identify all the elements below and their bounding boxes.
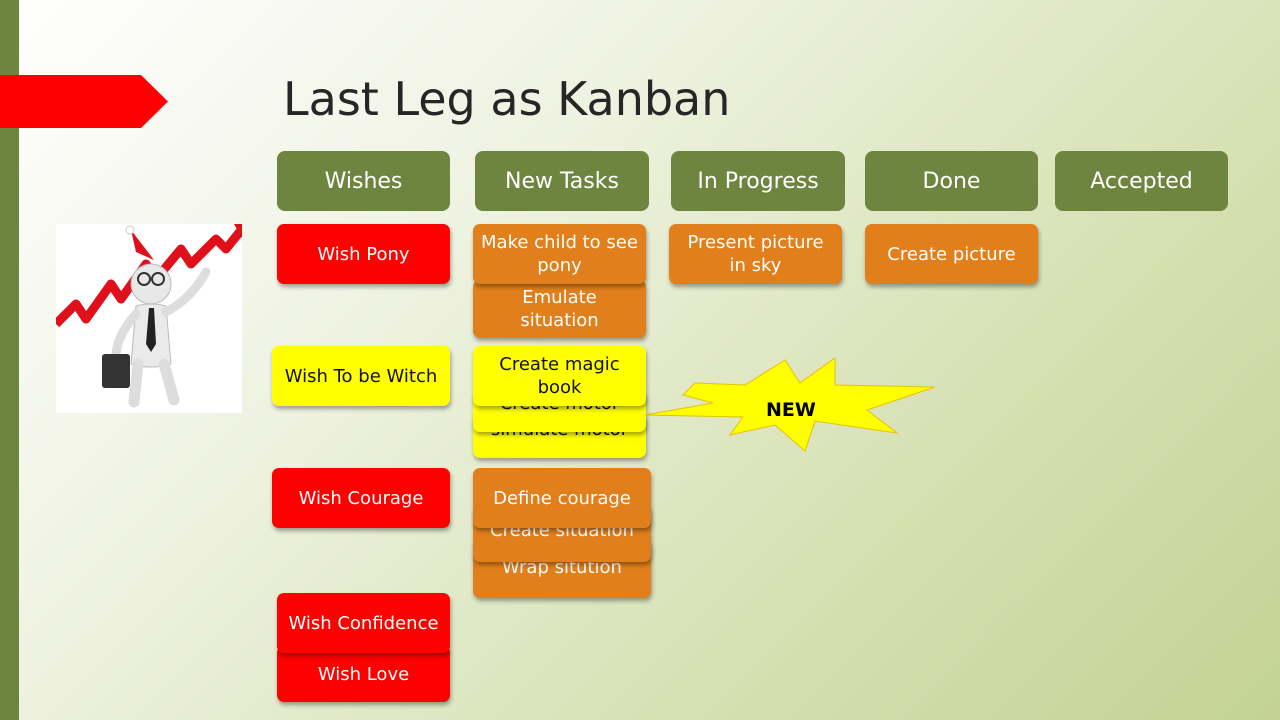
card-present-picture[interactable]: Present picture in sky bbox=[669, 224, 842, 284]
card-make-child-see-pony[interactable]: Make child to see pony bbox=[473, 224, 646, 284]
card-define-courage[interactable]: Define courage bbox=[473, 468, 651, 528]
red-arrow-icon bbox=[0, 75, 168, 128]
businessman-chart-clipart-icon bbox=[52, 224, 246, 413]
card-wish-pony[interactable]: Wish Pony bbox=[277, 224, 450, 284]
side-accent-bar bbox=[0, 0, 19, 720]
column-header-in-progress: In Progress bbox=[671, 151, 845, 211]
card-wish-courage[interactable]: Wish Courage bbox=[272, 468, 450, 528]
card-create-picture[interactable]: Create picture bbox=[865, 224, 1038, 284]
starburst-icon: NEW bbox=[644, 357, 935, 452]
card-create-magic-book[interactable]: Create magic book bbox=[473, 346, 646, 406]
card-emulate-situation[interactable]: Emulate situation bbox=[473, 280, 646, 338]
column-header-new-tasks: New Tasks bbox=[475, 151, 649, 211]
card-wish-witch[interactable]: Wish To be Witch bbox=[272, 346, 450, 406]
column-header-done: Done bbox=[865, 151, 1038, 211]
card-wish-confidence[interactable]: Wish Confidence bbox=[277, 593, 450, 653]
new-badge-text: NEW bbox=[766, 399, 816, 421]
slide-title: Last Leg as Kanban bbox=[283, 72, 731, 126]
card-wish-love[interactable]: Wish Love bbox=[277, 646, 450, 702]
column-header-wishes: Wishes bbox=[277, 151, 450, 211]
column-header-accepted: Accepted bbox=[1055, 151, 1228, 211]
